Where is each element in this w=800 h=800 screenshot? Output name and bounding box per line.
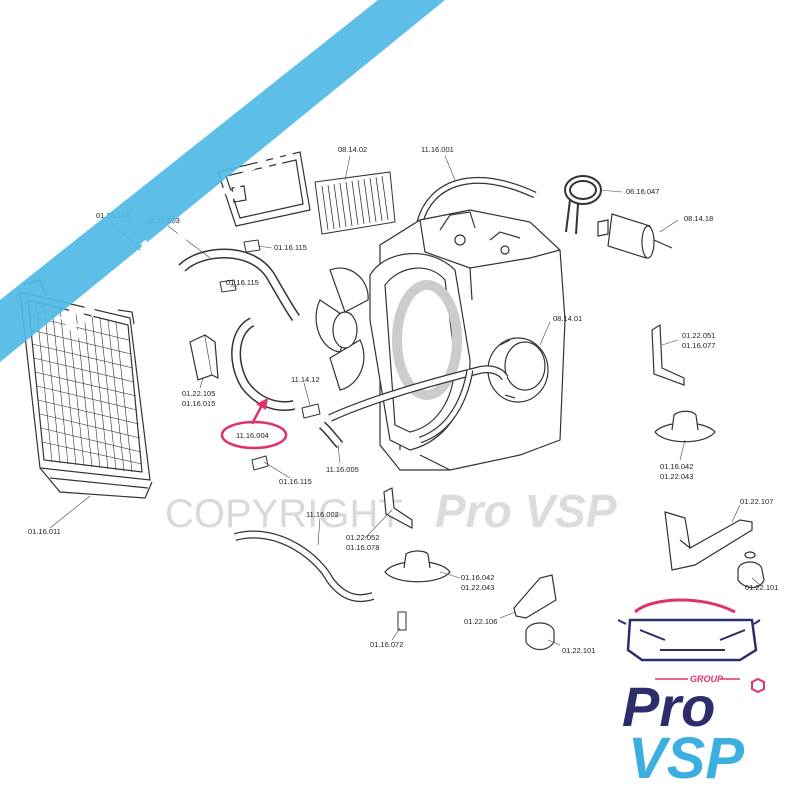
provsp-logo: GROUP Pro VSP — [617, 598, 765, 791]
bracket-01-22-105 — [189, 334, 219, 381]
label-01-16-042-a: 01.16.042 — [660, 462, 693, 471]
rubber-mount-right — [737, 551, 765, 589]
engine-mount-right — [654, 410, 716, 443]
label-01-22-106: 01.22.106 — [464, 617, 497, 626]
label-01-22-105: 01.22.105 — [182, 389, 215, 398]
hose-11-16-004 — [231, 317, 296, 411]
label-01-22-101-b: 01.22.101 — [562, 646, 595, 655]
car-outline-icon — [617, 598, 761, 662]
label-01-16-115-b: 01.16.115 — [226, 278, 259, 287]
engine-block — [369, 209, 566, 471]
label-01-22-107: 01.22.107 — [740, 497, 773, 506]
label-01-16-072: 01.16.072 — [370, 640, 403, 649]
label-01-16-015: 01.16.015 — [182, 399, 215, 408]
logo-group: GROUP — [690, 674, 724, 684]
label-11-16-004: 11.16.004 — [236, 431, 269, 440]
copyright-watermark: COPYRIGHT Pro VSP — [165, 485, 617, 537]
label-11-16-005: 11.16.005 — [326, 465, 359, 474]
expansion-tank — [217, 151, 311, 227]
label-08-14-01: 08.14.01 — [553, 314, 582, 323]
bracket-01-22-106 — [513, 574, 557, 619]
label-01-16-042-b: 01.16.042 — [461, 573, 494, 582]
label-11-16-001: 11.16.001 — [421, 145, 454, 154]
label-01-16-011: 01.16.011 — [28, 527, 61, 536]
label-01-22-043-a: 01.22.043 — [660, 472, 693, 481]
highlight-arrow-icon — [256, 398, 268, 410]
fuel-filter — [597, 213, 673, 259]
cooling-fan — [315, 267, 369, 391]
label-08-14-18: 08.14.18 — [684, 214, 713, 223]
air-filter — [314, 171, 396, 235]
watermark-copyright: COPYRIGHT — [165, 492, 403, 536]
highlight-11-16-004 — [220, 398, 288, 450]
label-01-16-115-c: 01.16.115 — [279, 477, 312, 486]
label-01-22-101-a: 01.22.101 — [745, 583, 778, 592]
label-11-16-002: 11.16.002 — [306, 510, 339, 519]
watermark-brand: Pro VSP — [435, 485, 617, 537]
engine-mount-bottom — [384, 550, 451, 583]
fittings — [219, 239, 407, 631]
label-01-16-115-a: 01.16.115 — [274, 243, 307, 252]
label-06-16-047: 06.16.047 — [626, 187, 659, 196]
hexagon-icon — [751, 677, 765, 694]
label-01-16-077: 01.16.077 — [682, 341, 715, 350]
oil-filter — [487, 337, 549, 403]
bracket-01-22-051 — [651, 323, 685, 386]
logo-vsp: VSP — [628, 726, 744, 791]
label-11-14-12: 11.14.12 — [291, 375, 320, 384]
label-01-22-051: 01.22.051 — [682, 331, 715, 340]
label-01-22-052: 01.22.052 — [346, 533, 379, 542]
logo-pro: Pro — [622, 675, 715, 738]
label-08-14-02: 08.14.02 — [338, 145, 367, 154]
bracket-01-22-107 — [664, 511, 753, 571]
radiator — [19, 279, 153, 499]
label-01-22-043-b: 01.22.043 — [461, 583, 494, 592]
hose-clamp — [564, 175, 602, 235]
rubber-mount-bottom — [525, 622, 555, 651]
bracket-01-22-052 — [383, 487, 413, 530]
label-01-16-078: 01.16.078 — [346, 543, 379, 552]
